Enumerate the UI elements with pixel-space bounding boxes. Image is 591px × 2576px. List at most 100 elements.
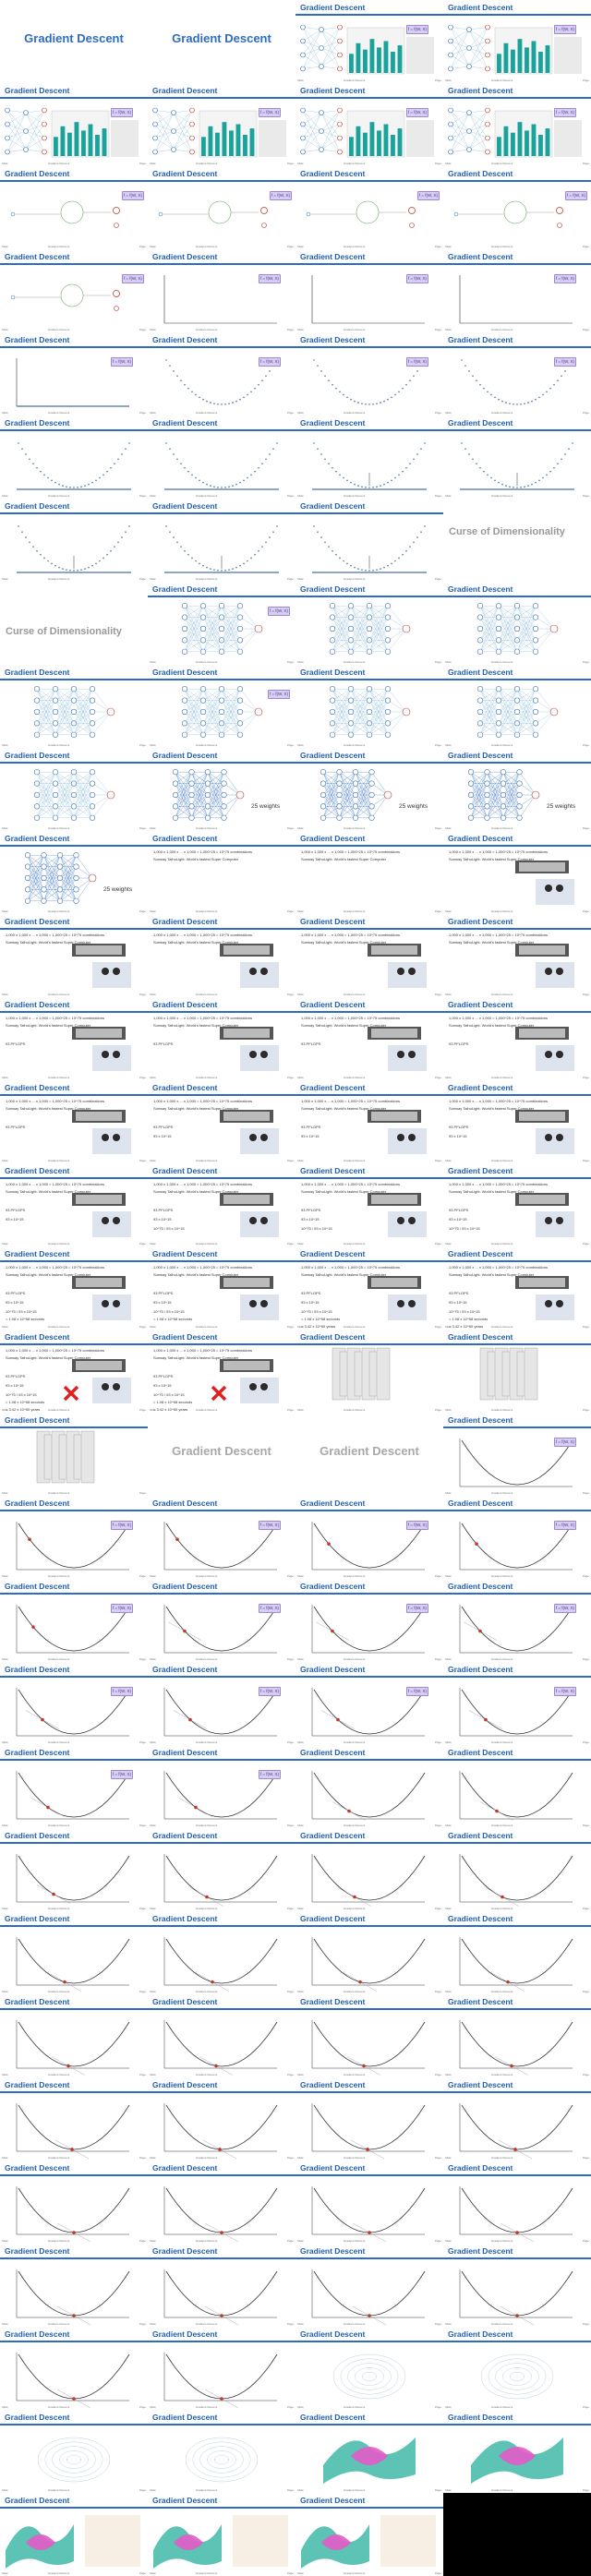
slide-thumbnail[interactable]: Gradient Descent: [148, 1413, 296, 1496]
slide-thumbnail[interactable]: Gradient Descent: [0, 0, 148, 83]
slide-thumbnail[interactable]: Curse of Dimensionality: [0, 582, 148, 665]
slide-thumbnail[interactable]: Curse of Dimensionality: [443, 499, 591, 582]
